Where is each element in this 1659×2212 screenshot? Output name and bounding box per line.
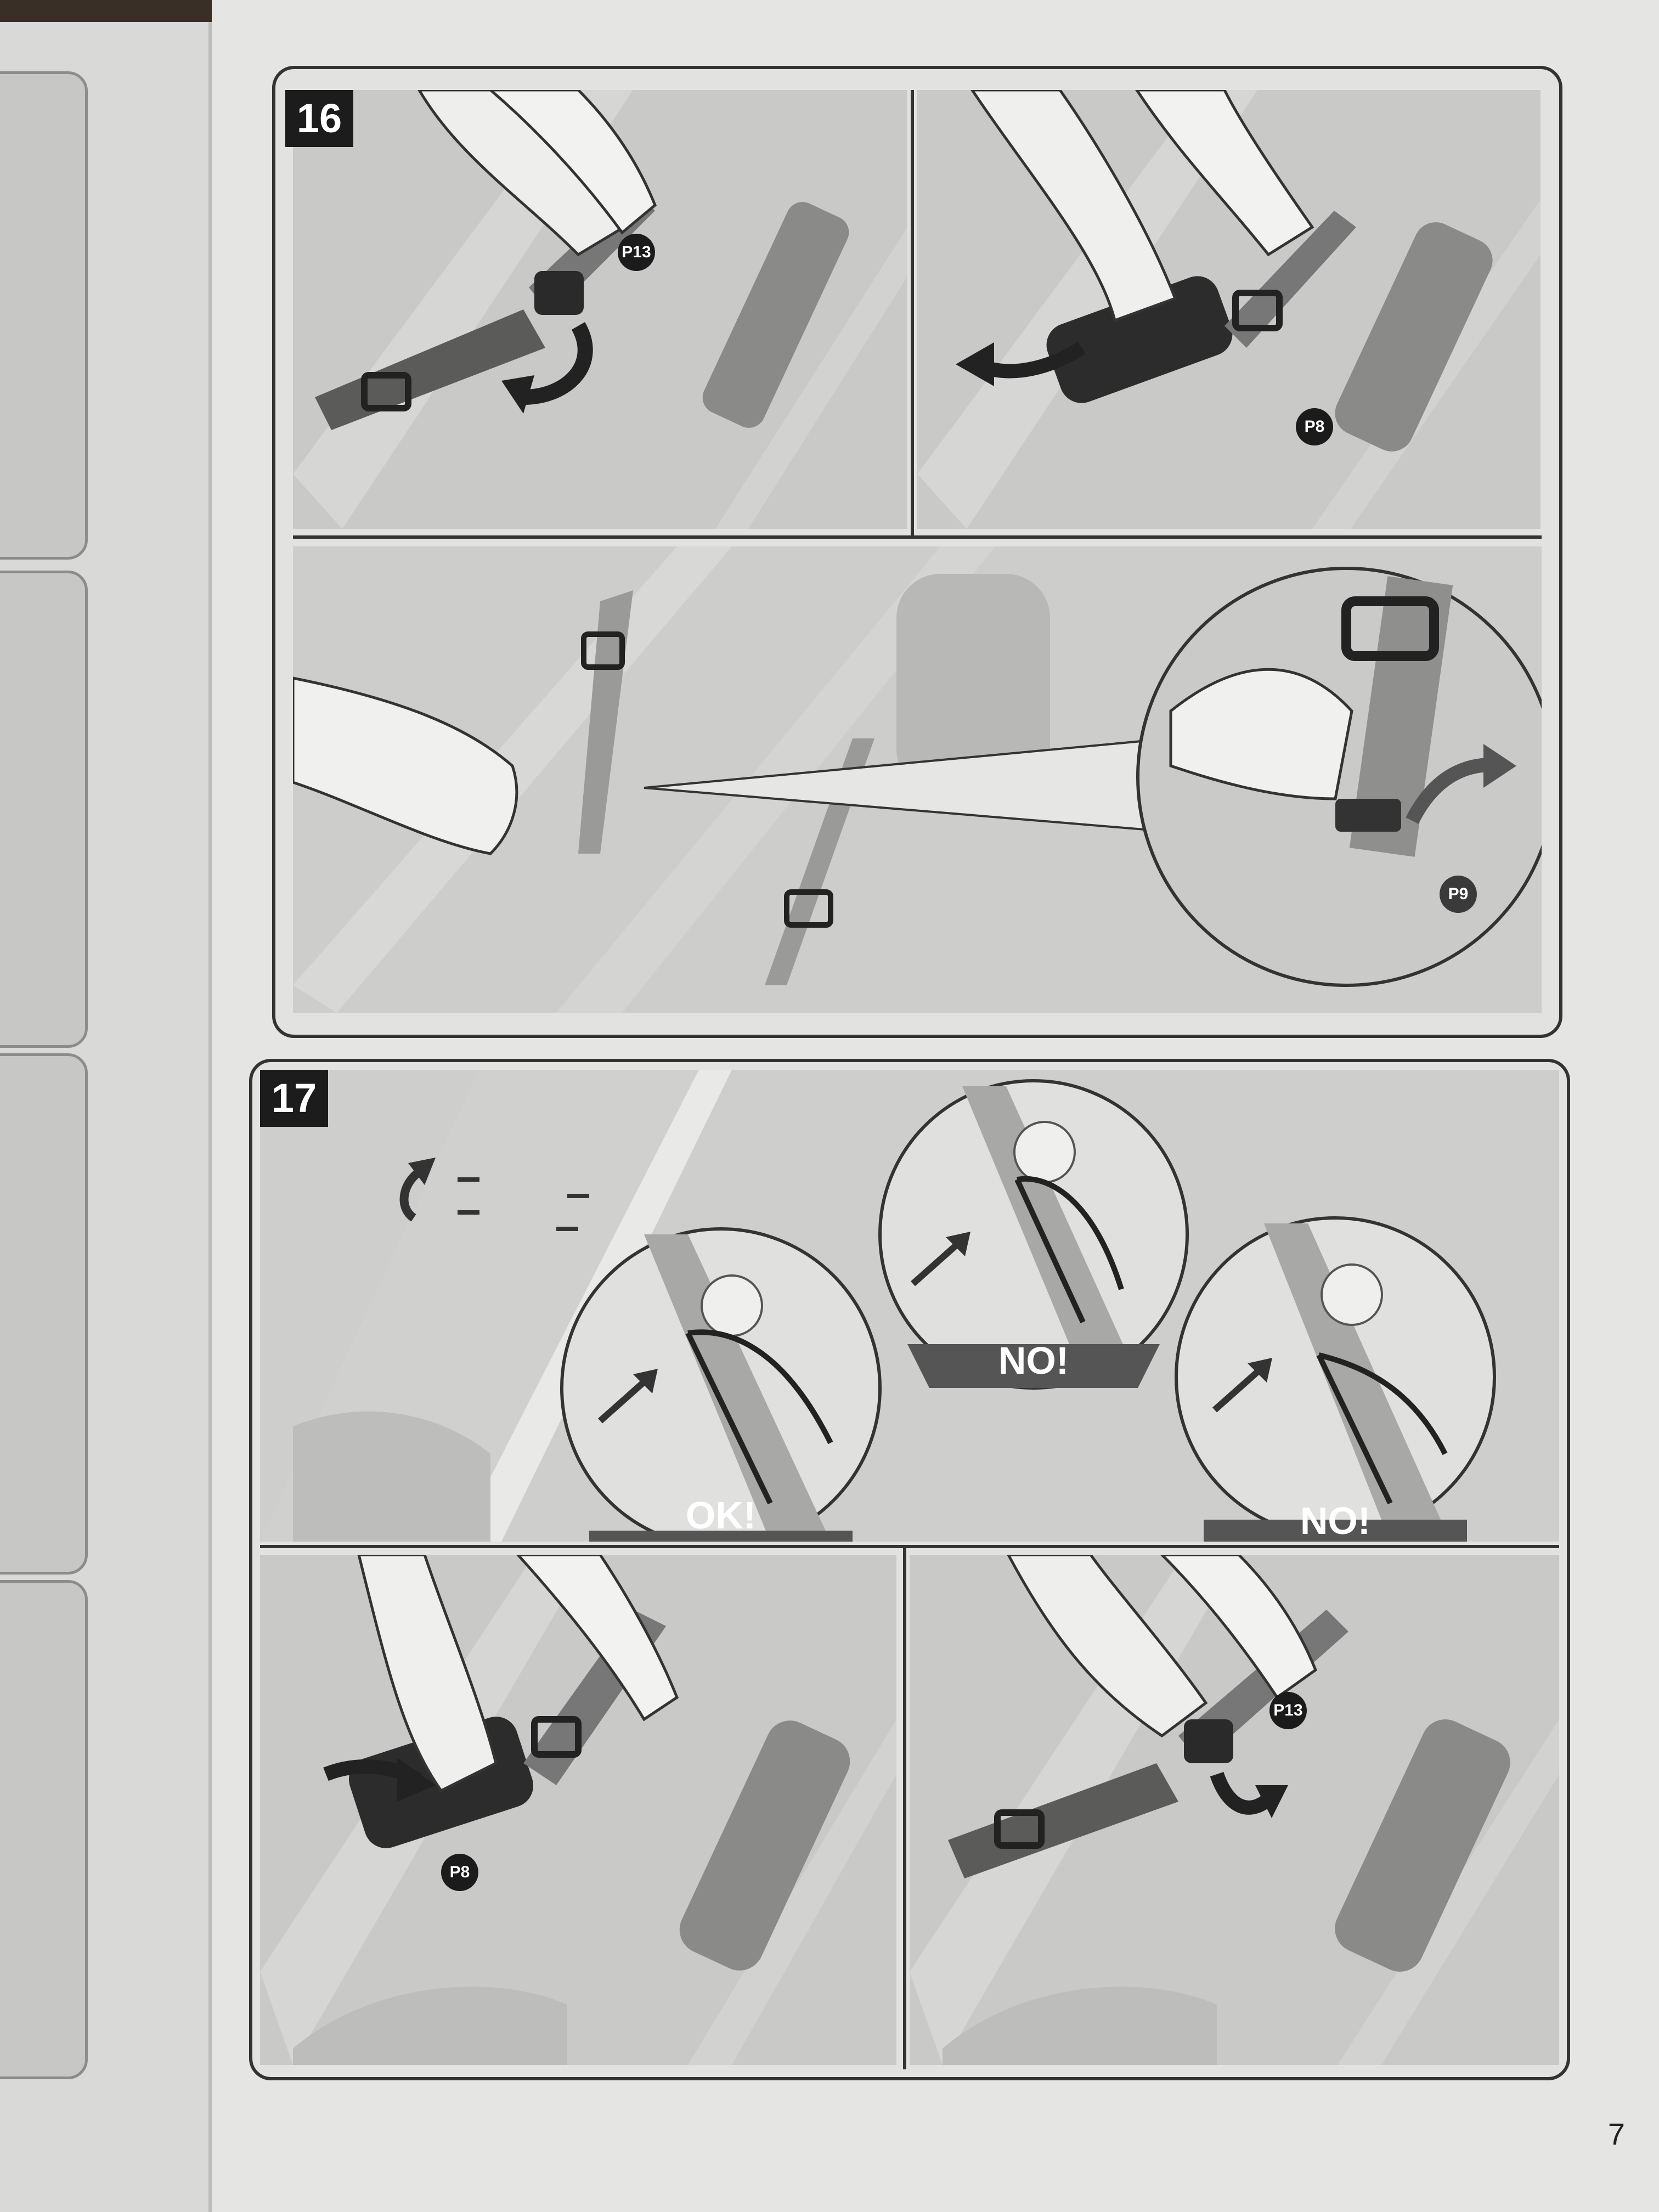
- left-page-illustration-frame: [0, 571, 88, 1048]
- step-17-panel-fit-pad: P8: [260, 1555, 896, 2065]
- part-callout-badge: P8: [441, 1854, 478, 1891]
- step-16-box: 16 P13: [272, 66, 1562, 1038]
- left-page-illustration-frame: [0, 1580, 88, 2079]
- verdict-label-no: NO!: [998, 1339, 1069, 1382]
- strap-illustration: [917, 90, 1541, 529]
- verdict-label-no: NO!: [1300, 1499, 1371, 1542]
- page-number: 7: [1607, 2117, 1625, 2151]
- strap-illustration: [910, 1555, 1559, 2065]
- left-facing-page: [0, 22, 212, 2212]
- step-16-panel-slide-pad: P8: [917, 90, 1541, 529]
- step-17-box: 17: [249, 1059, 1570, 2080]
- step-17-panel-attach-clip: P13: [910, 1555, 1559, 2065]
- left-page-illustration-frame: [0, 1053, 88, 1575]
- harness-position-illustration: [260, 1070, 1496, 1542]
- left-page-illustration-frame: [0, 71, 88, 560]
- part-callout-badge: P9: [1440, 876, 1477, 913]
- verdict-label-ok: OK!: [685, 1494, 757, 1537]
- strap-illustration: [293, 90, 907, 529]
- step-16-panel-release-clip: P9: [293, 546, 1542, 1013]
- step-17-panel-harness-check: OK! NO! NO!: [260, 1070, 1559, 1542]
- panel-divider: [260, 1545, 1559, 1548]
- step-number: 17: [260, 1070, 328, 1127]
- strap-detail-illustration: [293, 546, 1542, 1013]
- part-callout-badge: P13: [618, 234, 655, 271]
- step-16-panel-remove-pad: P13: [293, 90, 907, 529]
- panel-divider: [903, 1548, 906, 2069]
- part-callout-badge: P8: [1296, 408, 1333, 445]
- step-number: 16: [285, 90, 353, 147]
- strap-illustration: [260, 1555, 896, 2065]
- panel-divider: [911, 90, 914, 535]
- part-callout-badge: P13: [1269, 1692, 1307, 1729]
- panel-divider: [293, 535, 1542, 539]
- manual-page: 16 P13: [212, 0, 1659, 2212]
